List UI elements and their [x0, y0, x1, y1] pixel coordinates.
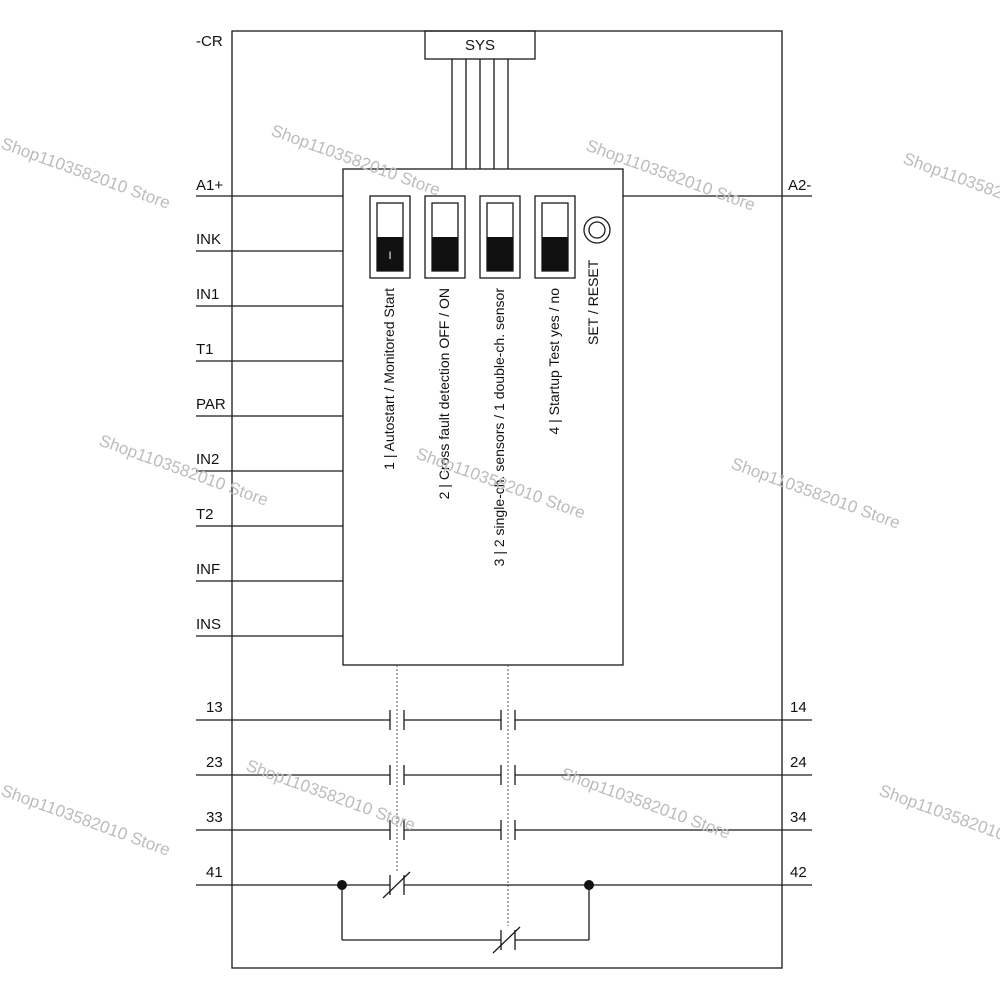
dip-switch-1-label: 1 | Autostart / Monitored Start — [381, 288, 397, 470]
contact-label-33: 33 — [206, 809, 223, 826]
a1-label: A1+ — [196, 177, 223, 194]
dip-switch-1-mark: I — [388, 250, 391, 262]
contact-label-42: 42 — [790, 864, 807, 881]
contact-23-24 — [196, 765, 812, 785]
input-label-inf: INF — [196, 561, 220, 578]
dip-switch-3[interactable] — [479, 195, 521, 279]
watermark-5: Shop1103582010 Store — [97, 431, 271, 510]
input-label-t2: T2 — [196, 506, 214, 523]
watermark-7: Shop1103582010 Store — [729, 454, 903, 533]
watermark-2: Shop1103582010 Store — [269, 121, 443, 200]
device-designation: -CR — [196, 33, 223, 50]
contact-41-42 — [196, 871, 812, 899]
set-reset-button[interactable] — [583, 216, 611, 244]
watermark-11: Shop1103582010 Store — [877, 781, 1000, 860]
watermark-10: Shop1103582010 Store — [559, 764, 733, 843]
set-reset-label: SET / RESET — [585, 259, 601, 345]
mechanical-linkage — [396, 665, 509, 926]
logic-module — [342, 168, 624, 666]
watermark-8: Shop1103582010 Store — [0, 781, 173, 860]
contact-33-34 — [196, 820, 812, 840]
contact-label-13: 13 — [206, 699, 223, 716]
input-label-ins: INS — [196, 616, 221, 633]
dip-switch-4[interactable] — [534, 195, 576, 279]
contact-label-24: 24 — [790, 754, 807, 771]
contact-label-34: 34 — [790, 809, 807, 826]
dip-switch-2-label: 2 | Cross fault detection OFF / ON — [436, 288, 452, 499]
watermark-1: Shop1103582010 Store — [0, 134, 173, 213]
dip-switch-group: I 1 | Autostart / Monitored Start 2 | Cros… — [369, 195, 576, 567]
dip-switch-4-label: 4 | Startup Test yes / no — [546, 288, 562, 435]
watermark-9: Shop1103582010 Store — [244, 756, 418, 835]
contact-13-14 — [196, 710, 812, 730]
dip-switch-2[interactable] — [424, 195, 466, 279]
input-label-par: PAR — [196, 396, 226, 413]
watermark-4: Shop1103582010 Store — [901, 149, 1000, 228]
contact-label-41: 41 — [206, 864, 223, 881]
output-contacts: 13 14 23 24 33 34 41 42 — [196, 699, 812, 899]
input-label-ink: INK — [196, 231, 221, 248]
input-label-in1: IN1 — [196, 286, 219, 303]
sys-label: SYS — [465, 37, 495, 54]
watermark-3: Shop1103582010 Store — [584, 136, 758, 215]
dip-switch-1[interactable] — [369, 195, 411, 279]
input-label-in2: IN2 — [196, 451, 219, 468]
sys-bus — [451, 59, 509, 169]
input-label-t1: T1 — [196, 341, 214, 358]
dip-switch-3-label: 3 | 2 single-ch. sensors / 1 double-ch. … — [491, 288, 507, 567]
nc-bypass — [337, 880, 594, 954]
contact-label-14: 14 — [790, 699, 807, 716]
a2-label: A2- — [788, 177, 811, 194]
contact-label-23: 23 — [206, 754, 223, 771]
